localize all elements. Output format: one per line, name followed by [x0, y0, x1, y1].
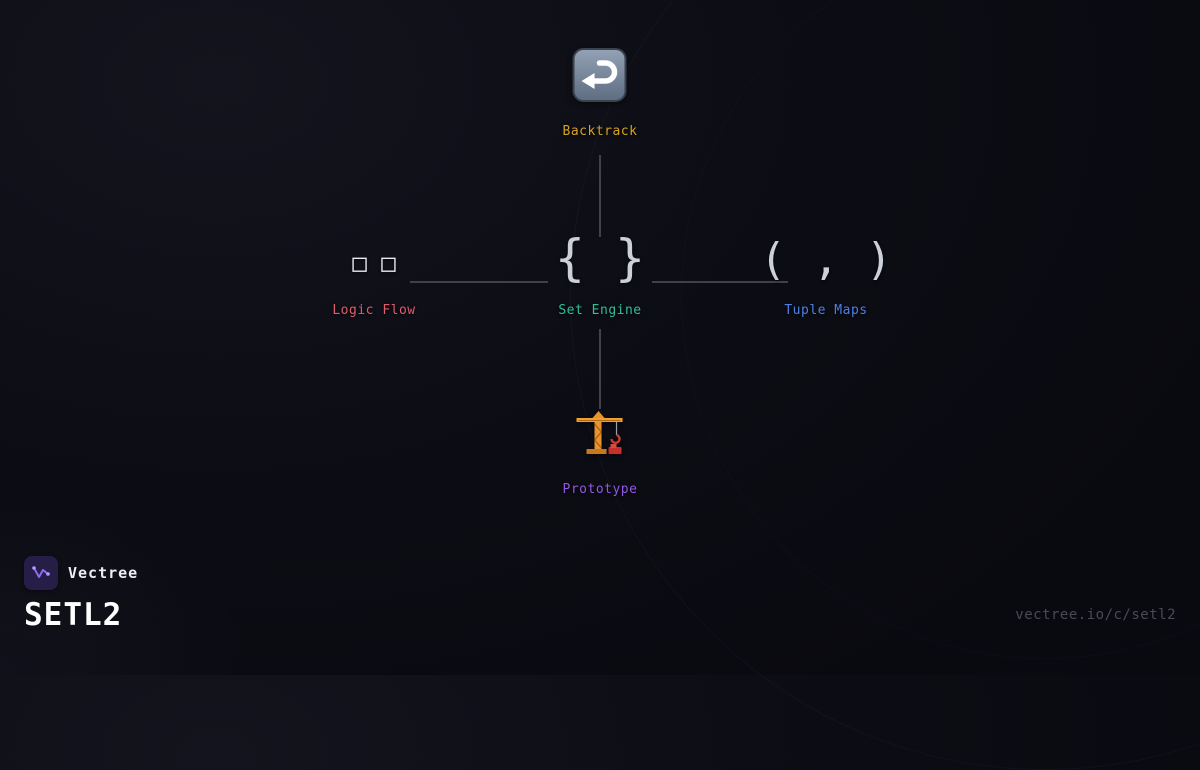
node-prototype[interactable]: Prototype — [563, 410, 638, 497]
squares-symbol: □ □ — [352, 249, 396, 277]
node-label: Set Engine — [558, 303, 642, 318]
card-url: vectree.io/c/setl2 — [1015, 607, 1176, 623]
edge-setengine-tuplemaps — [652, 281, 788, 283]
vectree-logo — [24, 556, 58, 590]
edge-logicflow-setengine — [410, 281, 548, 283]
node-backtrack[interactable]: Backtrack — [563, 48, 638, 139]
crane-icon — [573, 410, 627, 458]
braces-symbol: { } — [554, 229, 646, 287]
node-label: Tuple Maps — [784, 303, 868, 318]
tuple-symbol: ( , ) — [759, 234, 893, 285]
page-title: SETL2 — [24, 597, 123, 633]
brand-row: Vectree — [24, 556, 138, 590]
card-footer: Vectree SETL2 vectree.io/c/setl2 — [0, 555, 1200, 675]
node-logic-flow[interactable]: □ □ Logic Flow — [332, 248, 415, 318]
edge-backtrack-setengine — [599, 155, 601, 237]
node-label: Logic Flow — [332, 303, 416, 318]
edge-setengine-prototype — [599, 329, 601, 409]
vectree-logo-icon — [32, 566, 50, 578]
node-label: Prototype — [562, 482, 638, 497]
node-set-engine[interactable]: { } Set Engine — [555, 230, 645, 318]
brand-name: Vectree — [68, 564, 139, 582]
node-label: Backtrack — [562, 124, 638, 139]
return-arrow-icon — [572, 48, 627, 102]
node-tuple-maps[interactable]: ( , ) Tuple Maps — [760, 232, 892, 318]
